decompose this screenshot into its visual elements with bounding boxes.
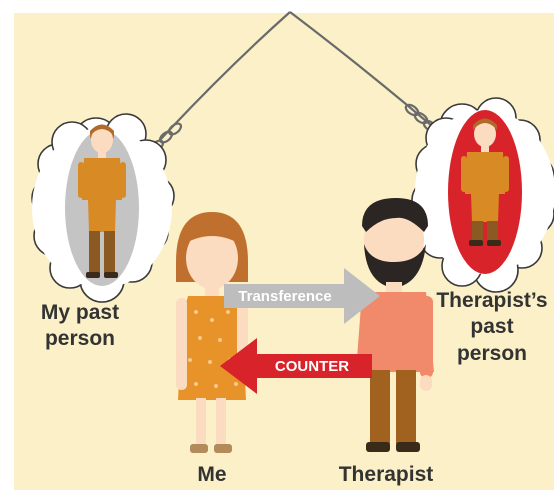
me-label: Me	[197, 463, 227, 486]
transference-arrow	[224, 268, 380, 324]
my-past-person-cloud	[31, 113, 175, 303]
therapist-figure	[356, 198, 434, 452]
therapists-past-person-figure	[461, 118, 509, 246]
counter-arrow	[220, 338, 372, 394]
my-past-person-figure	[78, 124, 126, 278]
counter-arrow-label: COUNTER	[274, 358, 350, 375]
transference-arrow-label: Transference	[238, 288, 332, 305]
therapist-label: Therapist	[338, 463, 434, 486]
me-figure	[176, 212, 248, 453]
my-past-person-label: My past person	[40, 301, 120, 351]
therapists-past-person-label: Therapist’s past person	[436, 289, 548, 365]
therapists-past-person-cloud	[411, 97, 554, 293]
